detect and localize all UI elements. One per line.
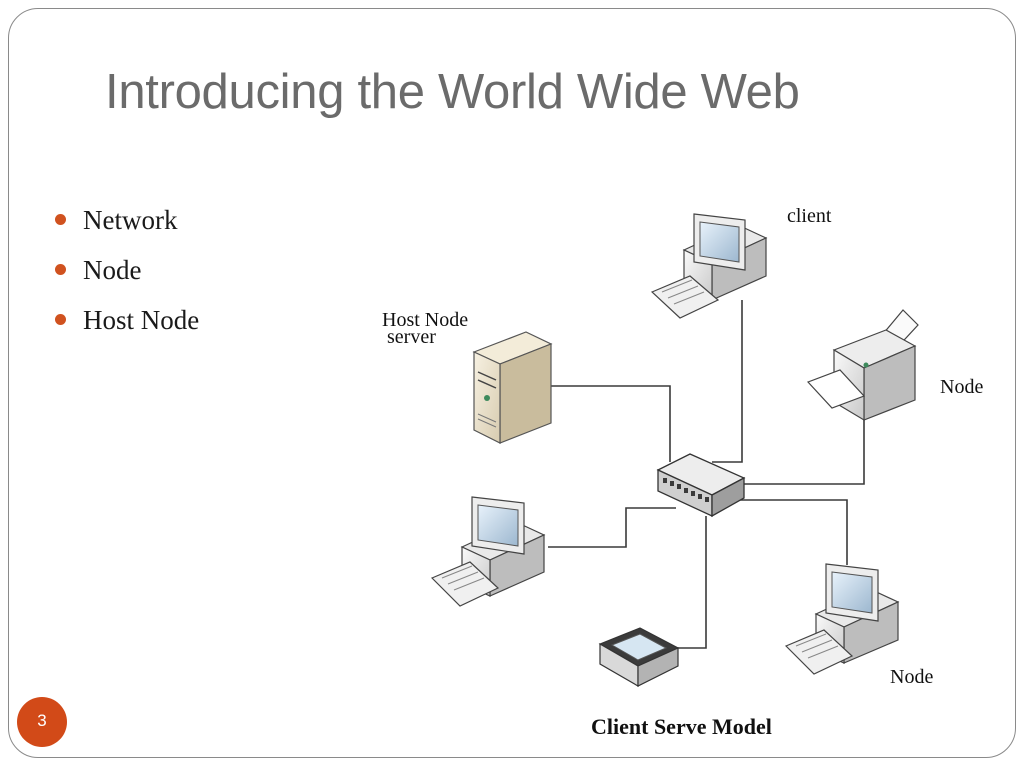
- client-computer-icon: [650, 213, 768, 319]
- diagram-caption: Client Serve Model: [591, 714, 772, 739]
- host-node-label: Host Node: [382, 309, 469, 331]
- connection-line: [740, 418, 865, 485]
- bullet-item: Host Node: [55, 302, 199, 352]
- bullet-dot-icon: [55, 264, 66, 275]
- bullet-item: Network: [55, 202, 199, 252]
- page-number-badge: 3: [17, 697, 67, 747]
- printer-node-label: Node: [940, 376, 984, 398]
- slide-title: Introducing the World Wide Web: [105, 65, 800, 119]
- bullet-text: Node: [83, 255, 142, 285]
- computer-icon: [430, 496, 546, 607]
- network-diagram: [430, 213, 919, 688]
- bullet-text: Host Node: [83, 305, 200, 335]
- connection-line: [732, 499, 848, 565]
- network-hub-icon: [656, 453, 746, 518]
- connection-line: [548, 507, 676, 548]
- server-label: server: [387, 326, 436, 348]
- connection-line: [712, 300, 743, 463]
- bullet-dot-icon: [55, 214, 66, 225]
- bullet-dot-icon: [55, 314, 66, 325]
- computer-node-label: Node: [890, 666, 934, 688]
- bullet-item: Node: [55, 252, 199, 302]
- printer-icon: [806, 309, 919, 422]
- computer-icon: [784, 563, 900, 675]
- connection-line: [676, 516, 707, 649]
- client-label: client: [787, 205, 832, 227]
- connection-lines: [548, 300, 865, 649]
- scanner-icon: [598, 627, 680, 688]
- bullet-list: Network Node Host Node: [55, 202, 199, 352]
- bullet-text: Network: [83, 205, 178, 235]
- connection-line: [548, 385, 671, 462]
- server-icon: [472, 331, 553, 444]
